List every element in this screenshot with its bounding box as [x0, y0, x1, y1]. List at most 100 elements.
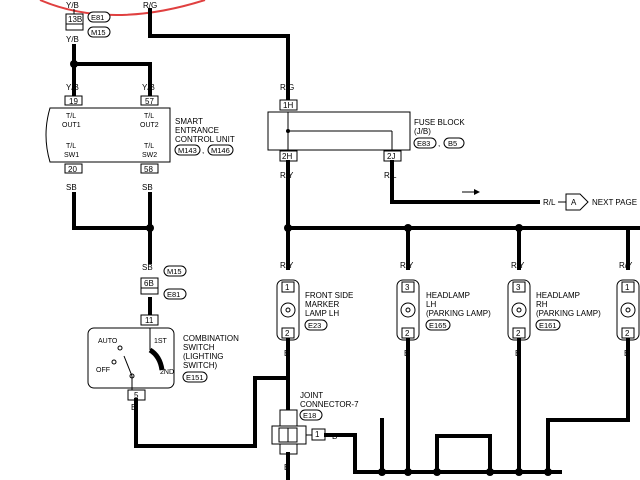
ref-b5: [443, 137, 465, 149]
wire-label-yb-mid: Y/B: [66, 35, 79, 44]
ry-bus: R/Y R/Y R/Y R/Y R/Y: [280, 160, 640, 270]
svg-text:SW1: SW1: [64, 152, 79, 159]
ref-m143: [174, 144, 201, 156]
svg-text:2ND: 2ND: [160, 369, 174, 376]
svg-text:SWITCH: SWITCH: [183, 343, 215, 352]
ref-e165: [425, 319, 451, 331]
svg-text:1: 1: [625, 283, 630, 292]
ref-e161: [535, 319, 561, 331]
svg-text:(LIGHTING: (LIGHTING: [183, 352, 223, 361]
svg-text:(PARKING LAMP): (PARKING LAMP): [536, 309, 601, 318]
svg-text:M15: M15: [91, 28, 106, 37]
svg-text:1: 1: [315, 430, 320, 439]
svg-text:13B: 13B: [68, 15, 82, 24]
svg-text:R/G: R/G: [280, 83, 294, 92]
svg-text:SB: SB: [142, 263, 153, 272]
combination-switch: 11 AUTO OFF 1ST 2ND 5 COMBINATION SWITCH…: [87, 314, 290, 448]
svg-text:T/L: T/L: [144, 143, 154, 150]
front-side-marker-lamp-lh: 1 2 FRONT SIDE MARKER LAMP LH E23 B: [276, 279, 353, 412]
svg-text:2: 2: [625, 329, 630, 338]
svg-text:1H: 1H: [283, 101, 293, 110]
svg-text:19: 19: [69, 97, 78, 106]
svg-text:E151: E151: [186, 373, 204, 382]
red-circle-mark: [39, 0, 206, 16]
svg-text:1ST: 1ST: [154, 338, 168, 345]
yb-feed: Y/B 13B E81 M15 Y/B Y/B Y/B: [65, 1, 155, 100]
svg-text:CONNECTOR-7: CONNECTOR-7: [300, 400, 359, 409]
svg-text:M146: M146: [211, 146, 230, 155]
svg-text:R/Y: R/Y: [400, 261, 414, 270]
connector-11: [140, 314, 159, 326]
splice-dot: [146, 224, 154, 232]
svg-text:MARKER: MARKER: [305, 300, 339, 309]
svg-text:FUSE BLOCK: FUSE BLOCK: [414, 118, 465, 127]
ref-m146: [207, 144, 234, 156]
svg-text:LAMP LH: LAMP LH: [305, 309, 339, 318]
splice-dot: [486, 468, 494, 476]
svg-text:T/L: T/L: [66, 113, 76, 120]
svg-text:FRONT SIDE: FRONT SIDE: [305, 291, 353, 300]
svg-text:SWITCH): SWITCH): [183, 361, 218, 370]
svg-text:R/Y: R/Y: [619, 261, 633, 270]
svg-text:2: 2: [516, 329, 521, 338]
svg-text:T/L: T/L: [144, 113, 154, 120]
svg-text:SB: SB: [142, 183, 153, 192]
headlamp-rh: 3 2 HEADLAMP RH (PARKING LAMP) E161 B: [507, 279, 601, 474]
ref-e81-top: [87, 11, 111, 23]
fuse-block: 1H 2H 2J FUSE BLOCK (J/B) E83 , B5: [267, 99, 465, 162]
svg-text:58: 58: [144, 165, 153, 174]
svg-text:NEXT PAGE: NEXT PAGE: [592, 198, 637, 207]
wire-label-yb-top: Y/B: [66, 1, 79, 10]
svg-text:3: 3: [516, 283, 521, 292]
arrow-right-icon: [474, 189, 480, 195]
connector-57: [140, 95, 159, 106]
svg-text:B5: B5: [448, 139, 457, 148]
svg-text:E81: E81: [91, 13, 104, 22]
svg-text:5: 5: [134, 391, 139, 400]
connector-58: [140, 163, 159, 174]
svg-text:E83: E83: [417, 139, 430, 148]
svg-text:6B: 6B: [144, 279, 154, 288]
ref-m15-top: [87, 26, 111, 38]
svg-text:OUT1: OUT1: [62, 122, 81, 129]
svg-text:(J/B): (J/B): [414, 127, 431, 136]
svg-text:57: 57: [145, 97, 154, 106]
ref-e151: [182, 371, 208, 383]
svg-text:HEADLAMP: HEADLAMP: [536, 291, 580, 300]
svg-text:1: 1: [285, 283, 290, 292]
svg-text:R/Y: R/Y: [511, 261, 525, 270]
smart-entrance-control-unit: 19 57 T/L OUT1 T/L OUT2 T/L SW1 T/L SW2 …: [45, 95, 235, 174]
svg-text:M15: M15: [167, 267, 182, 276]
connector-19: [64, 95, 83, 106]
svg-text:(PARKING LAMP): (PARKING LAMP): [426, 309, 491, 318]
next-page-marker-icon: [565, 193, 589, 211]
ref-e81-mid: [163, 288, 187, 300]
svg-text:3: 3: [405, 283, 410, 292]
svg-text:OUT2: OUT2: [140, 122, 159, 129]
svg-text:2J: 2J: [387, 152, 395, 161]
connector-6b-mate: [140, 287, 159, 295]
svg-text:11: 11: [145, 316, 154, 325]
splice-dot: [404, 468, 412, 476]
next-page-link: R/L R/L A NEXT PAGE: [384, 160, 637, 211]
splice-dot: [544, 468, 552, 476]
svg-text:LH: LH: [426, 300, 436, 309]
svg-text:,: ,: [202, 146, 204, 155]
svg-text:R/L: R/L: [543, 198, 556, 207]
svg-text:20: 20: [68, 165, 77, 174]
svg-text:R/G: R/G: [143, 1, 157, 10]
svg-text:AUTO: AUTO: [98, 338, 118, 345]
svg-text:B: B: [284, 463, 289, 472]
svg-text:ENTRANCE: ENTRANCE: [175, 126, 219, 135]
svg-text:E18: E18: [303, 411, 316, 420]
svg-text:JOINT: JOINT: [300, 391, 323, 400]
ref-m15-mid: [163, 265, 187, 277]
splice-dot: [378, 468, 386, 476]
svg-text:E165: E165: [429, 321, 447, 330]
headlamp-lh: 3 2 HEADLAMP LH (PARKING LAMP) E165 B: [396, 279, 491, 474]
svg-text:A: A: [571, 198, 577, 207]
ground-bus: [353, 418, 562, 476]
svg-text:COMBINATION: COMBINATION: [183, 334, 239, 343]
